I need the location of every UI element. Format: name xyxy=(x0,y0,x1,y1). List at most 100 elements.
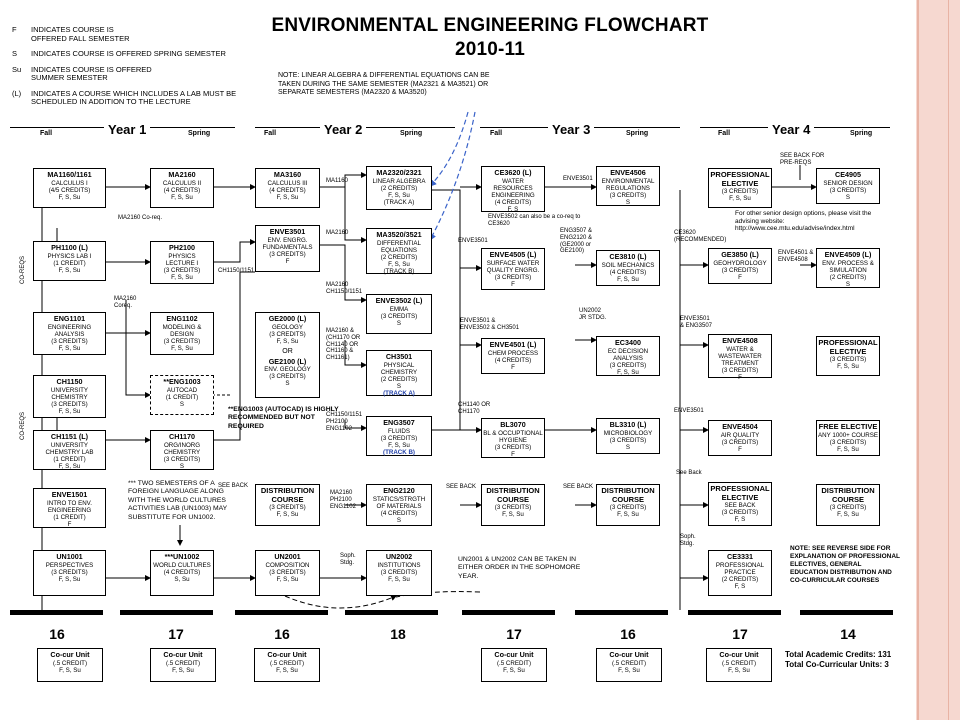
course-bl3310[interactable]: BL3310 (L)MICROBIOLOGY(3 CREDITS)S xyxy=(596,418,660,454)
coreqs-label-1: CO-REQS xyxy=(20,255,26,284)
cocur-code: Co-cur Unit xyxy=(163,650,203,659)
year-3-label: Year 3 xyxy=(548,122,595,137)
course-line: (4 CREDITS) xyxy=(494,356,532,364)
cocur-unit[interactable]: Co-cur Unit(.5 CREDIT)F, S, Su xyxy=(37,648,103,682)
course-line: WATER & xyxy=(726,345,754,353)
course-line: (3 CREDITS) xyxy=(609,504,647,511)
course-line: (1 CREDIT) xyxy=(165,393,199,401)
course-line: (1 CREDIT) xyxy=(53,259,86,267)
course-line: GEOLOGY xyxy=(272,323,303,331)
semester-total: 16 xyxy=(274,626,290,642)
cocur-code: Co-cur Unit xyxy=(267,650,307,659)
course-line: QUALITY ENGRG. xyxy=(486,266,540,274)
course-enve4509[interactable]: ENVE4509 (L)ENV. PROCESS &SIMULATION(2 C… xyxy=(816,248,880,288)
course-track: (TRACK A) xyxy=(383,198,415,206)
course-line: PROFESSIONAL xyxy=(715,561,765,569)
cocur-unit[interactable]: Co-cur Unit(.5 CREDIT)F, S, Su xyxy=(150,648,216,682)
cocur-unit[interactable]: Co-cur Unit(.5 CREDIT)F, S, Su xyxy=(596,648,662,682)
course-code: **ENG1003 xyxy=(163,377,201,386)
course-line: (1 CREDIT) xyxy=(53,513,86,521)
year-2-fall: Fall xyxy=(262,130,279,137)
legend-text: INDICATES COURSE IS OFFERED SUMMER SEMES… xyxy=(31,64,152,82)
course-ph1100[interactable]: PH1100 (L)PHYSICS LAB I(1 CREDIT)F, S, S… xyxy=(33,241,106,281)
course-line: F, S, Su xyxy=(276,193,299,201)
course-ge2000-ge2100[interactable]: GE2000 (L)GEOLOGY(3 CREDITS)F, S, Su OR … xyxy=(255,312,320,398)
year-3-spring: Spring xyxy=(624,130,651,137)
course-enve3502[interactable]: ENVE3502 (L)EMMA(3 CREDITS)S xyxy=(366,294,432,334)
course-line: ORG/INORG xyxy=(163,441,201,449)
course-ge3850[interactable]: GE3850 (L)GEOHYDROLOGY(3 CREDITS)F xyxy=(708,248,772,284)
course-distribution-4[interactable]: DISTRIBUTION COURSE(3 CREDITS)F, S, Su xyxy=(816,484,880,526)
course-ce3810[interactable]: CE3810 (L)SOIL MECHANICS(4 CREDITS)F, S,… xyxy=(596,250,660,286)
cocur-unit[interactable]: Co-cur Unit(.5 CREDIT)F, S, Su xyxy=(254,648,320,682)
course-track: (TRACK B) xyxy=(383,267,415,275)
year-1-fall: Fall xyxy=(38,130,55,137)
course-line: (3 CREDITS) xyxy=(721,438,759,446)
course-enve4501[interactable]: ENVE4501 (L)CHEM PROCESS(4 CREDITS)F xyxy=(481,338,545,374)
prereq-label: ENVE3501 & ENG3507 xyxy=(680,316,713,329)
course-line: (3 CREDITS) xyxy=(380,434,418,442)
cocur-unit[interactable]: Co-cur Unit(.5 CREDIT)F, S, Su xyxy=(706,648,772,682)
course-code: CE3620 (L) xyxy=(494,168,532,177)
year-1-label: Year 1 xyxy=(104,122,151,137)
course-professional-elective-1[interactable]: PROFESSIONAL ELECTIVE(3 CREDITS)F, S, Su xyxy=(708,168,772,208)
title-line-1: ENVIRONMENTAL ENGINEERING FLOWCHART xyxy=(271,15,709,36)
prereq-label: MA2160 CH1150/1151 xyxy=(326,282,363,295)
course-distribution-2[interactable]: DISTRIBUTION COURSE(3 CREDITS)F, S, Su xyxy=(481,484,545,526)
course-line: GEOHYDROLOGY xyxy=(713,259,767,267)
cocur-unit[interactable]: Co-cur Unit(.5 CREDIT)F, S, Su xyxy=(481,648,547,682)
cocur-sem: F, S, Su xyxy=(618,666,640,674)
course-code: ENG1102 xyxy=(166,314,198,323)
course-code: ENG3507 xyxy=(383,418,415,427)
course-distribution-1[interactable]: DISTRIBUTION COURSE(3 CREDITS)F, S, Su xyxy=(255,484,320,526)
course-line: (4 CREDITS) xyxy=(380,509,418,517)
course-line: BL & OCCUPTIONAL xyxy=(483,429,543,437)
course-line: (3 CREDITS) xyxy=(269,504,306,511)
course-line: F, S, Su xyxy=(58,407,81,415)
course-line: ANALYSIS xyxy=(613,354,643,362)
course-code: PH1100 (L) xyxy=(51,243,88,252)
course-line: EQUATIONS xyxy=(381,246,417,254)
course-line: F xyxy=(738,373,742,381)
course-line: REGULATIONS xyxy=(606,184,650,192)
legend-item: (L)INDICATES A COURSE WHICH INCLUDES A L… xyxy=(12,89,272,107)
prereq-label: MA1160 xyxy=(326,178,348,184)
linear-algebra-note: NOTE: LINEAR ALGEBRA & DIFFERENTIAL EQUA… xyxy=(278,72,490,96)
slide-border-line-2 xyxy=(948,0,949,720)
course-distribution-3[interactable]: DISTRIBUTION COURSE(3 CREDITS)F, S, Su xyxy=(596,484,660,526)
course-professional-elective-3[interactable]: PROFESSIONAL ELECTIVE(3 CREDITS)F, S, Su xyxy=(816,336,880,376)
un-order-note: UN2001 & UN2002 CAN BE TAKEN IN EITHER O… xyxy=(458,556,581,580)
